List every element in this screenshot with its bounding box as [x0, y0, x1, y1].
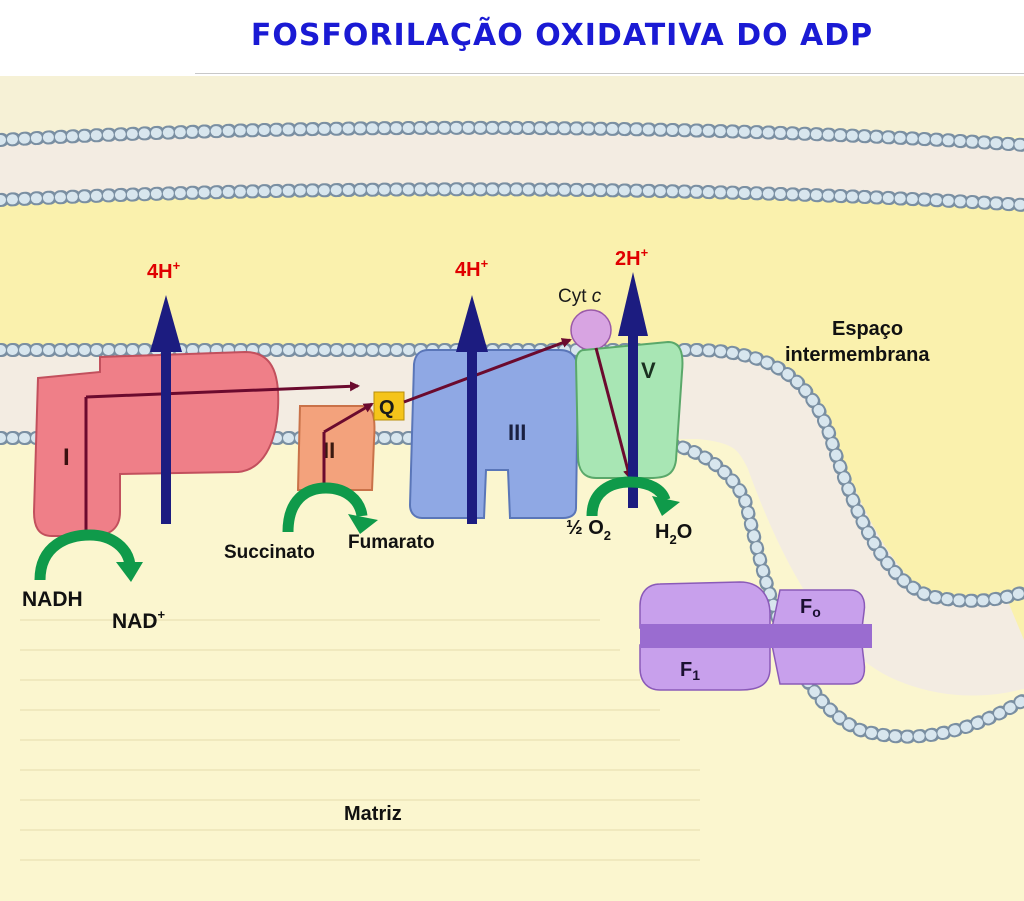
outer-membrane: [0, 120, 1024, 212]
complex-III-label: III: [508, 420, 526, 445]
cyt-c-label: Cyt c: [558, 286, 602, 307]
water-label: H2O: [655, 521, 692, 547]
complex-III: III: [408, 349, 580, 519]
proton-arrow-III-head: [456, 295, 488, 352]
intermembrana-label: intermembrana: [785, 344, 930, 366]
succinate-curved-arrow: [282, 482, 378, 534]
complex-II: II: [296, 405, 376, 491]
intermembrane-space: [0, 153, 1024, 660]
fo-label: Fo: [800, 596, 821, 620]
electron-path: [84, 338, 633, 540]
complex-II-label: II: [323, 438, 335, 463]
q-label: Q: [379, 397, 395, 419]
complex-I-label: I: [63, 444, 70, 471]
proton-arrow-III-shaft: [467, 346, 477, 524]
espaco-label: Espaço: [832, 318, 903, 340]
proton-arrows: [150, 272, 648, 524]
proton-arrow-V-head: [618, 272, 648, 336]
proton-arrow-I-head: [150, 295, 182, 352]
proton-label-V: 2H+: [615, 245, 649, 270]
oxygen-label: ½ O2: [566, 517, 611, 543]
electron-path-ii-to-q: [323, 402, 374, 434]
proton-label-III: 4H+: [455, 256, 489, 281]
ubiquinone-q: Q: [373, 391, 405, 421]
proton-label-I: 4H+: [147, 258, 181, 283]
background-text-lines: [20, 619, 700, 861]
atp-synthase: Fo F1: [639, 581, 872, 691]
mitochondrial-membrane-diagram: I II Q III Cyt c V Fo F1: [0, 76, 1024, 901]
electron-path-q-to-cyt: [403, 338, 572, 404]
f1-label: F1: [680, 659, 700, 683]
page-title: FOSFORILAÇÃO OXIDATIVA DO ADP: [250, 18, 874, 53]
proton-arrow-I-shaft: [161, 346, 171, 524]
oxygen-curved-arrow: [586, 476, 680, 517]
complex-V-label: V: [641, 358, 656, 383]
nadh-curved-arrow: [34, 529, 143, 582]
electron-path-cyt-to-o2: [594, 347, 633, 480]
cytochrome-c: Cyt c: [558, 286, 612, 351]
electron-path-to-q: [85, 381, 360, 399]
nadh-label: NADH: [22, 588, 83, 611]
nad-label: NAD+: [112, 607, 166, 633]
matriz-label: Matriz: [344, 803, 402, 825]
proton-arrow-V-shaft: [628, 330, 638, 508]
succinato-label: Succinato: [224, 542, 315, 563]
curved-arrows: [34, 476, 680, 582]
fumarato-label: Fumarato: [348, 532, 435, 553]
title-divider: [195, 73, 1024, 74]
